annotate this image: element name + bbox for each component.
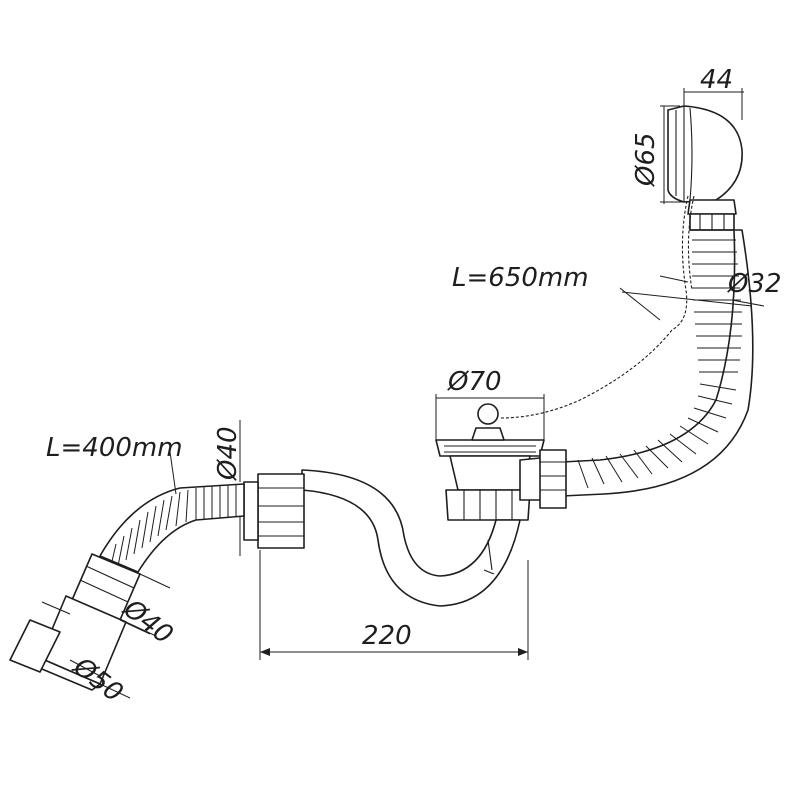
outlet-nut (243, 473, 305, 549)
outlet-hose (99, 483, 245, 573)
overflow-cap (667, 105, 743, 231)
dim-chain-length: L=650mm (452, 263, 589, 293)
overflow-chain (499, 195, 695, 419)
trap-bend (301, 469, 521, 607)
outlet-sleeve (9, 595, 127, 691)
overflow-connector-nut (519, 449, 567, 509)
dim-44: 44 (700, 65, 733, 95)
drain-fitting (435, 403, 545, 521)
overflow-hose (561, 229, 754, 497)
dimension-lines (69, 88, 765, 699)
dim-diameter-70: Ø70 (447, 367, 502, 397)
dim-hose-length: L=400mm (46, 433, 183, 463)
dim-220: 220 (362, 621, 412, 651)
dim-diameter-32: Ø32 (727, 269, 782, 299)
dim-diameter-40-outlet: Ø40 (213, 426, 243, 481)
dim-diameter-65: Ø65 (631, 132, 661, 187)
